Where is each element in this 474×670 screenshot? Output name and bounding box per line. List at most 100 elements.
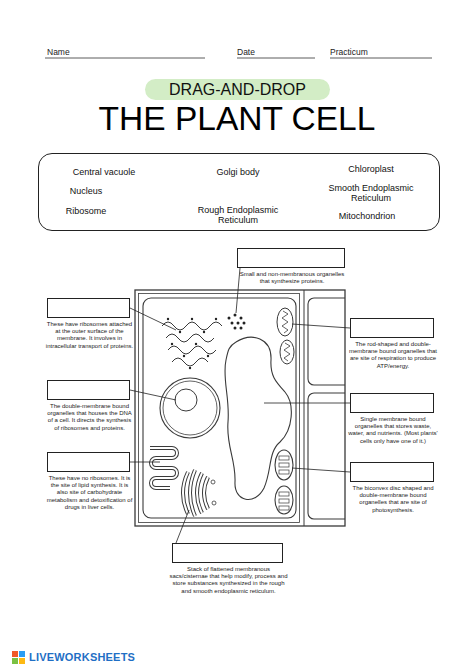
word-choice: Chloroplast — [316, 165, 426, 175]
mitochondrion-shape — [277, 308, 293, 336]
chloroplast-shape — [275, 450, 293, 480]
golgi-vesicle — [212, 501, 216, 505]
answer-box: The double-membrane bound organelles tha… — [47, 380, 130, 400]
nucleolus — [175, 389, 197, 411]
nucleus-envelope — [163, 381, 217, 435]
answer-box: The biconvex disc shaped and double-memb… — [350, 462, 434, 482]
ribosome-dot — [234, 314, 237, 317]
brand-logo — [19, 651, 25, 657]
word-choice: Golgi body — [183, 168, 293, 178]
ser-tubule — [150, 448, 177, 488]
answer-box: Single membrane bound organelles that st… — [350, 393, 434, 413]
thylakoid-stack — [279, 463, 289, 467]
word-choice: Rough Endoplasmic Reticulum — [188, 206, 288, 225]
answer-box: These have ribosomes attached at the out… — [47, 298, 130, 318]
pill-label: DRAG-AND-DROP — [169, 81, 306, 99]
organelle-description: The double-membrane bound organelles tha… — [45, 403, 135, 432]
ribosome-dot — [207, 355, 209, 357]
golgi-cisterna — [204, 477, 208, 509]
ribosome-dot — [231, 322, 234, 325]
mitochondrion-cristae — [282, 311, 288, 333]
worksheet-title: THE PLANT CELL — [0, 102, 474, 136]
organelle-description: Single membrane bound organelles that st… — [347, 416, 439, 445]
neighbor-cell — [308, 393, 345, 519]
ribosome-dot — [183, 355, 185, 357]
organelle-description: The biconvex disc shaped and double-memb… — [347, 485, 439, 514]
organelle-description: The rod-shaped and double-membrane bound… — [347, 341, 439, 370]
ribosome-dot — [234, 327, 237, 330]
organelle-description: These have ribosomes attached at the out… — [45, 321, 135, 350]
leader-line — [292, 468, 350, 472]
leader-line — [236, 268, 240, 313]
leader-line — [176, 510, 189, 543]
leader-line — [130, 462, 160, 463]
rer-membrane — [172, 358, 208, 366]
cell-wall — [304, 290, 305, 526]
brand-logo — [12, 651, 18, 657]
brand-wordmark: LIVEWORKSHEETS — [29, 651, 135, 663]
golgi-cisterna — [197, 473, 202, 513]
cell-membrane — [143, 298, 296, 518]
field-label: Name — [47, 47, 70, 57]
thylakoid-stack — [279, 492, 289, 496]
heading-pill: DRAG-AND-DROP — [145, 79, 330, 100]
ribosome-dot — [215, 318, 217, 320]
mitochondrion-shape — [280, 340, 294, 364]
ribosome-dot — [243, 322, 246, 325]
ribosome-dot — [191, 318, 193, 320]
thylakoid-stack — [279, 456, 289, 460]
golgi-vesicle — [211, 480, 215, 484]
golgi-cisterna — [204, 477, 208, 509]
golgi-cisterna — [190, 470, 195, 516]
answer-box: The rod-shaped and double-membrane bound… — [350, 318, 434, 338]
ribosome-dot — [195, 343, 197, 345]
thylakoid-stack — [279, 470, 289, 474]
ser-tubule — [150, 448, 177, 488]
rer-membrane — [166, 334, 214, 342]
golgi-cisterna — [197, 473, 202, 513]
field-label: Practicum — [330, 47, 368, 57]
golgi-cisterna — [190, 470, 195, 516]
rer-membrane — [162, 322, 222, 330]
word-choice: Smooth Endoplasmic Reticulum — [321, 184, 421, 203]
leader-line — [130, 308, 176, 330]
word-bank-box: Central vacuoleGolgi bodyChloroplastNucl… — [38, 153, 440, 231]
organelle-description: Stack of flattened membranous sacs/ciste… — [170, 566, 288, 595]
ribosome-dot — [237, 322, 240, 325]
ribosome-dot — [240, 327, 243, 330]
chloroplast-shape — [275, 486, 293, 514]
ribosome-dot — [203, 331, 205, 333]
rer-membrane — [168, 346, 216, 354]
field-label: Date — [237, 47, 255, 57]
golgi-cisterna — [183, 472, 188, 514]
leader-line — [130, 390, 176, 400]
word-choice: Mitochondrion — [312, 212, 422, 222]
ribosome-dot — [228, 317, 231, 320]
header-rule — [237, 58, 315, 59]
answer-box: Small and non-membranous organelles that… — [237, 248, 345, 268]
ribosome-dot — [189, 367, 191, 369]
ribosome-dot — [171, 343, 173, 345]
header-rule — [45, 58, 205, 59]
leader-line — [264, 403, 350, 404]
organelle-description: Small and non-membranous organelles that… — [236, 271, 348, 285]
brand-logo — [19, 658, 25, 664]
ribosome-dot — [167, 318, 169, 320]
thylakoid-stack — [279, 499, 289, 503]
word-choice: Ribosome — [41, 207, 131, 217]
neighbor-cell — [308, 298, 345, 385]
organelle-description: These have no ribosomes. It is the site … — [45, 475, 135, 511]
thylakoid-stack — [279, 506, 289, 510]
header-rule — [330, 58, 432, 59]
mitochondrion-cristae — [284, 343, 290, 361]
golgi-cisterna — [183, 472, 188, 514]
ribosome-dot — [240, 317, 243, 320]
nucleus-envelope — [160, 378, 220, 438]
cell-wall — [139, 294, 300, 523]
ribosome-dot — [179, 331, 181, 333]
answer-box: Stack of flattened membranous sacs/ciste… — [172, 543, 283, 563]
word-choice: Central vacuole — [49, 168, 159, 178]
brand-logo — [12, 658, 18, 664]
answer-box: These have no ribosomes. It is the site … — [47, 452, 130, 472]
